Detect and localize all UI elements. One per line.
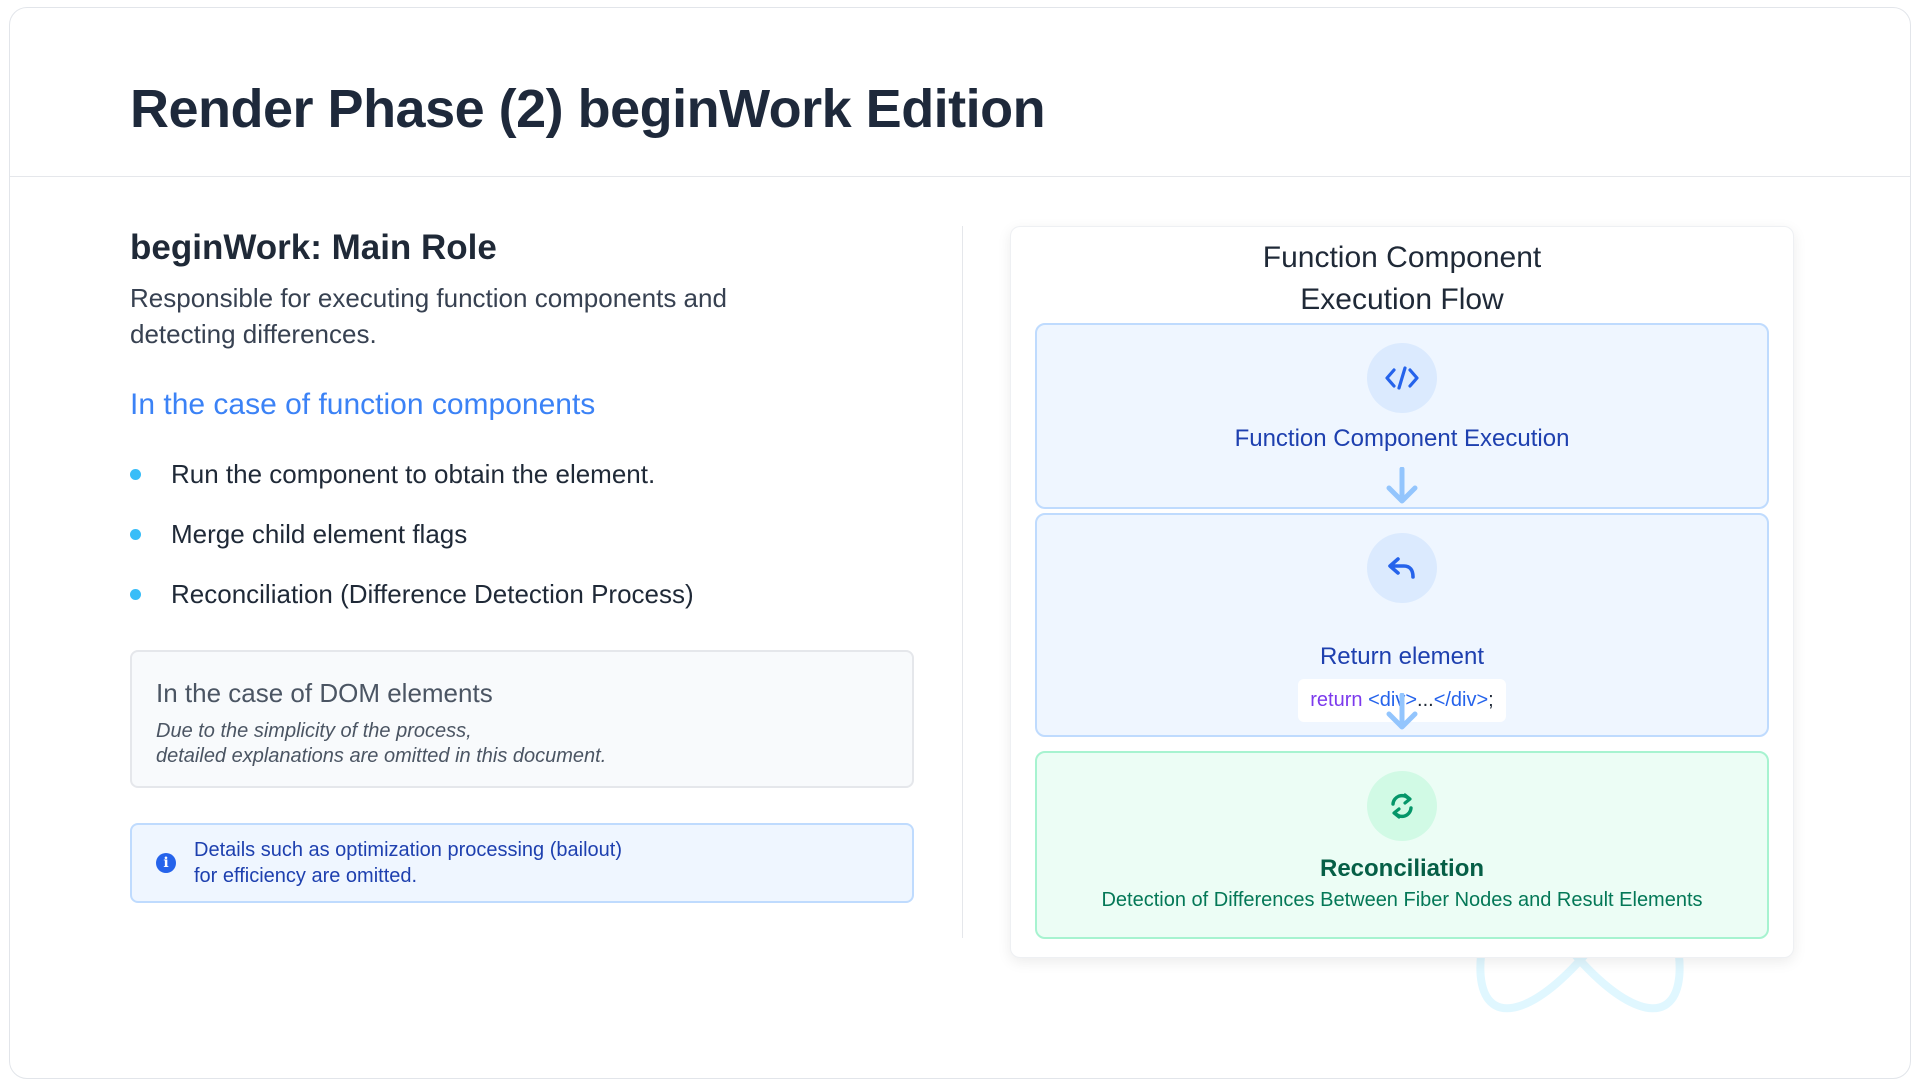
bullet-dot-icon bbox=[130, 588, 141, 600]
flow-step-execution: Function Component Execution bbox=[1035, 323, 1769, 509]
list-item: Reconciliation (Difference Detection Pro… bbox=[130, 564, 930, 624]
reply-icon bbox=[1367, 533, 1437, 603]
info-callout: i Details such as optimization processin… bbox=[130, 823, 914, 903]
list-item-text: Run the component to obtain the element. bbox=[171, 458, 656, 489]
info-text: Details such as optimization processing … bbox=[194, 837, 622, 889]
list-item: Run the component to obtain the element. bbox=[130, 444, 930, 504]
arrow-down-icon bbox=[1386, 467, 1418, 504]
step-subtext: Detection of Differences Between Fiber N… bbox=[1101, 889, 1703, 911]
list-item-text: Reconciliation (Difference Detection Pro… bbox=[171, 578, 694, 609]
bullet-dot-icon bbox=[130, 468, 141, 480]
sync-icon bbox=[1367, 771, 1437, 841]
left-column: beginWork: Main Role Responsible for exe… bbox=[130, 228, 930, 903]
arrow-down-icon bbox=[1386, 693, 1418, 730]
section-title: beginWork: Main Role bbox=[130, 228, 497, 267]
dom-elements-box: In the case of DOM elements Due to the s… bbox=[130, 650, 914, 788]
step-label: Return element bbox=[1319, 643, 1485, 670]
code-close-tag: </div> bbox=[1433, 689, 1489, 711]
step-label: Function Component Execution bbox=[1234, 425, 1570, 452]
dom-elements-title: In the case of DOM elements bbox=[156, 678, 493, 708]
code-semicolon: ; bbox=[1488, 689, 1494, 711]
code-keyword: return bbox=[1310, 689, 1363, 711]
flow-title-line2: Execution Flow bbox=[1300, 283, 1504, 316]
list-item-text: Merge child element flags bbox=[171, 518, 468, 549]
info-icon: i bbox=[156, 853, 176, 873]
flow-step-return: Return element return <div>...</div>; bbox=[1035, 513, 1769, 737]
code-icon bbox=[1367, 343, 1437, 413]
list-item: Merge child element flags bbox=[130, 504, 930, 564]
info-line2: for efficiency are omitted. bbox=[194, 865, 418, 887]
dom-note-line2: detailed explanations are omitted in thi… bbox=[156, 745, 607, 767]
dom-elements-note: Due to the simplicity of the process, de… bbox=[156, 719, 888, 769]
page-title: Render Phase (2) beginWork Edition bbox=[130, 79, 1046, 139]
column-divider bbox=[962, 226, 963, 938]
section-description: Responsible for executing function compo… bbox=[130, 283, 727, 349]
flow-card: Function Component Execution Flow Functi… bbox=[1010, 226, 1794, 958]
code-open-tag: <div> bbox=[1368, 689, 1418, 711]
header: Render Phase (2) beginWork Edition bbox=[10, 8, 1910, 177]
slide: Render Phase (2) beginWork Edition begin… bbox=[9, 7, 1911, 1079]
flow-title-line1: Function Component bbox=[1262, 241, 1542, 274]
flow-title: Function Component Execution Flow bbox=[1011, 237, 1793, 321]
step-label: Reconciliation bbox=[1319, 855, 1485, 882]
info-line1: Details such as optimization processing … bbox=[194, 839, 622, 861]
code-ellipsis: ... bbox=[1417, 689, 1434, 711]
function-components-heading: In the case of function components bbox=[130, 388, 596, 421]
bullet-list: Run the component to obtain the element.… bbox=[130, 444, 930, 624]
bullet-dot-icon bbox=[130, 528, 141, 540]
dom-note-line1: Due to the simplicity of the process, bbox=[156, 720, 472, 742]
flow-step-reconciliation: Reconciliation Detection of Differences … bbox=[1035, 751, 1769, 939]
